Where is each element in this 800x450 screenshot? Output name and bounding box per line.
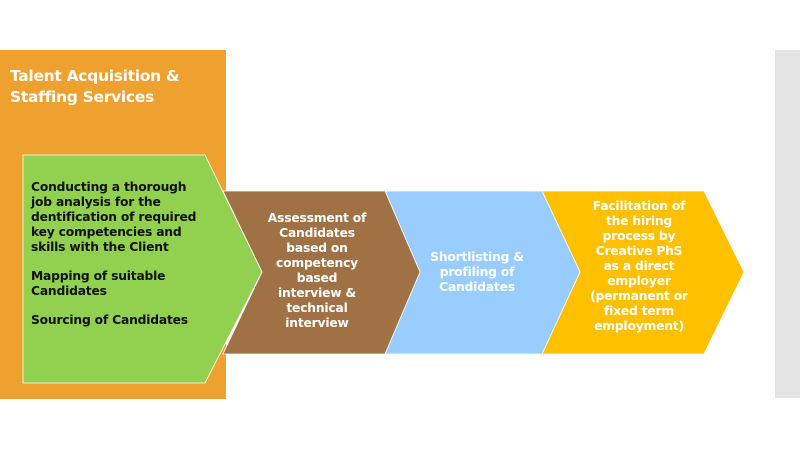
step-assessment-text: Assessment of Candidates based on compet… xyxy=(258,211,376,331)
step-paragraph: Sourcing of Candidates xyxy=(31,313,231,328)
text-line: key competencies and xyxy=(31,225,182,239)
panel-title-line: Staffing Services xyxy=(10,88,154,106)
step-paragraph: Conducting a thorough job analysis for t… xyxy=(31,180,231,255)
step-hiring-text: Facilitation of the hiring process by Cr… xyxy=(580,199,698,334)
text-line: skills with the Client xyxy=(31,240,169,254)
text-line: Sourcing of Candidates xyxy=(31,313,188,327)
text-line: (permanent or xyxy=(590,289,688,303)
panel-title-line: Talent Acquisition & xyxy=(10,67,180,85)
text-line: Conducting a thorough xyxy=(31,180,187,194)
side-bar xyxy=(775,50,800,398)
step-shortlisting-text: Shortlisting & profiling of Candidates xyxy=(424,250,530,295)
text-line: Shortlisting & xyxy=(430,250,524,264)
text-line: process by xyxy=(602,229,676,243)
text-line: employer xyxy=(607,274,671,288)
text-line: interview & xyxy=(278,286,356,300)
text-line: profiling of xyxy=(439,265,515,279)
text-line: the hiring xyxy=(605,214,673,228)
text-line: Creative PhS xyxy=(595,244,683,258)
text-line: based xyxy=(296,271,338,285)
text-line: Assessment of xyxy=(267,211,367,225)
text-line: Candidates xyxy=(31,284,107,298)
text-line: as a direct xyxy=(603,259,675,273)
text-line: technical xyxy=(286,301,348,315)
text-line: dentification of required xyxy=(31,210,197,224)
text-line: Candidates xyxy=(439,280,515,294)
text-line: employment) xyxy=(594,319,684,333)
text-line: Candidates xyxy=(279,226,355,240)
step-paragraph: Mapping of suitable Candidates xyxy=(31,269,231,299)
step-sourcing-text: Conducting a thorough job analysis for t… xyxy=(31,180,231,342)
text-line: interview xyxy=(285,316,349,330)
panel-title: Talent Acquisition & Staffing Services xyxy=(10,66,220,108)
text-line: fixed term xyxy=(603,304,675,318)
text-line: competency xyxy=(276,256,358,270)
chevron-step-sourcing xyxy=(22,154,263,384)
text-line: job analysis for the xyxy=(31,195,161,209)
text-line: based on xyxy=(286,241,348,255)
text-line: Mapping of suitable xyxy=(31,269,166,283)
text-line: Facilitation of xyxy=(592,199,686,213)
